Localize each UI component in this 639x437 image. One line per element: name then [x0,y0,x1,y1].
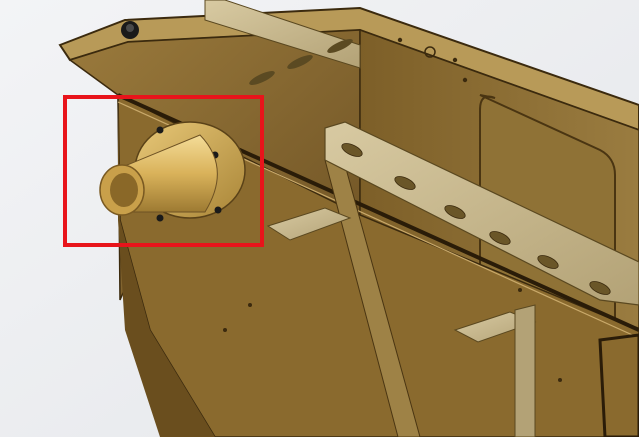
upper-bracket-slots [249,39,353,85]
slot [287,55,313,69]
nozzle-bore [110,173,138,207]
slot [537,255,559,269]
shelf-bracket-left [266,207,352,241]
rivet [424,46,436,58]
rivet [558,378,562,382]
vertical-post [514,304,536,437]
rivet [248,303,252,307]
slot [394,176,416,190]
slot [444,205,466,219]
bolt [156,126,164,134]
left-edge-shadow [118,95,215,437]
rivet [452,57,458,63]
rivet [397,37,403,43]
right-compartment-edge [598,333,639,437]
strap-bracket [324,121,639,306]
rivets [223,37,562,382]
slot [249,71,275,85]
upper-bracket [204,0,361,69]
rivet [462,77,468,83]
slot [489,231,511,245]
rivet [223,328,227,332]
bolt [156,214,164,222]
strap-bracket-slots [341,143,611,295]
flange-bolts [156,126,222,222]
floor-panel [117,93,639,437]
slot [589,281,611,295]
slot [341,143,363,157]
bolt [214,206,222,214]
rivet [518,288,522,292]
highlight-box [63,95,264,247]
slot [327,39,353,53]
bolt-icon [121,21,139,39]
